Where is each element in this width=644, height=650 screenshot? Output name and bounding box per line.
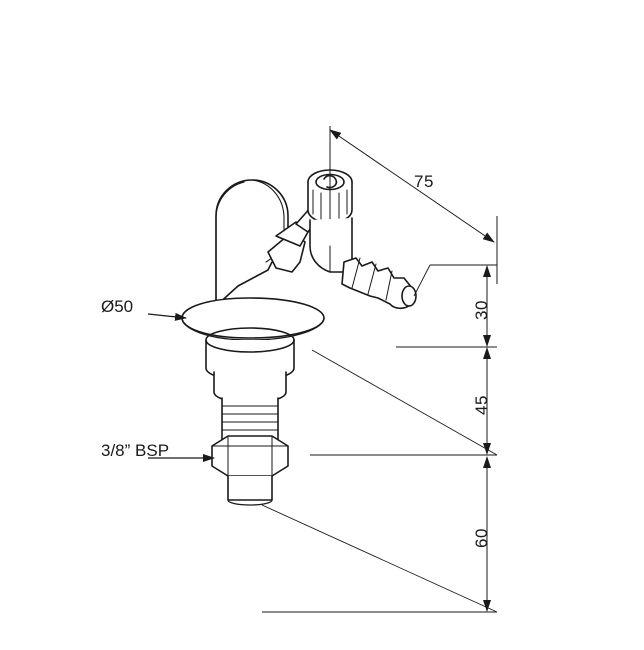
nozzle-tip	[401, 285, 417, 307]
dimension-label-30: 30	[472, 300, 491, 320]
nozzle-barb-1	[351, 257, 361, 289]
leader-diameter-50	[147, 312, 187, 321]
spout-tube-left-edge	[215, 181, 245, 301]
threaded-shank	[221, 397, 279, 441]
dimension-lines	[147, 126, 498, 613]
flange-plate	[181, 297, 325, 339]
nozzle-barb-2	[367, 263, 377, 295]
leader-base-to-dim	[261, 504, 498, 613]
lower-shank-bottom	[227, 499, 273, 506]
dim-line-75	[329, 129, 495, 243]
dimension-label-45: 45	[472, 395, 491, 415]
dimension-label-75: 75	[414, 172, 434, 191]
leader-flange-to-dim	[311, 349, 498, 456]
dimension-label-60: 60	[472, 528, 491, 548]
spout-tube	[215, 179, 289, 307]
hex-nut	[211, 435, 289, 477]
lower-shank	[227, 475, 273, 501]
collar-upper-ellipse	[205, 327, 295, 353]
callout-diameter-50: Ø50	[101, 297, 134, 316]
flange-plate-edge	[181, 317, 325, 341]
nozzle-barb-3	[385, 270, 393, 301]
callout-thread-bsp: 3/8” BSP	[101, 441, 170, 460]
leader-nozzle-to-dim	[413, 264, 431, 297]
